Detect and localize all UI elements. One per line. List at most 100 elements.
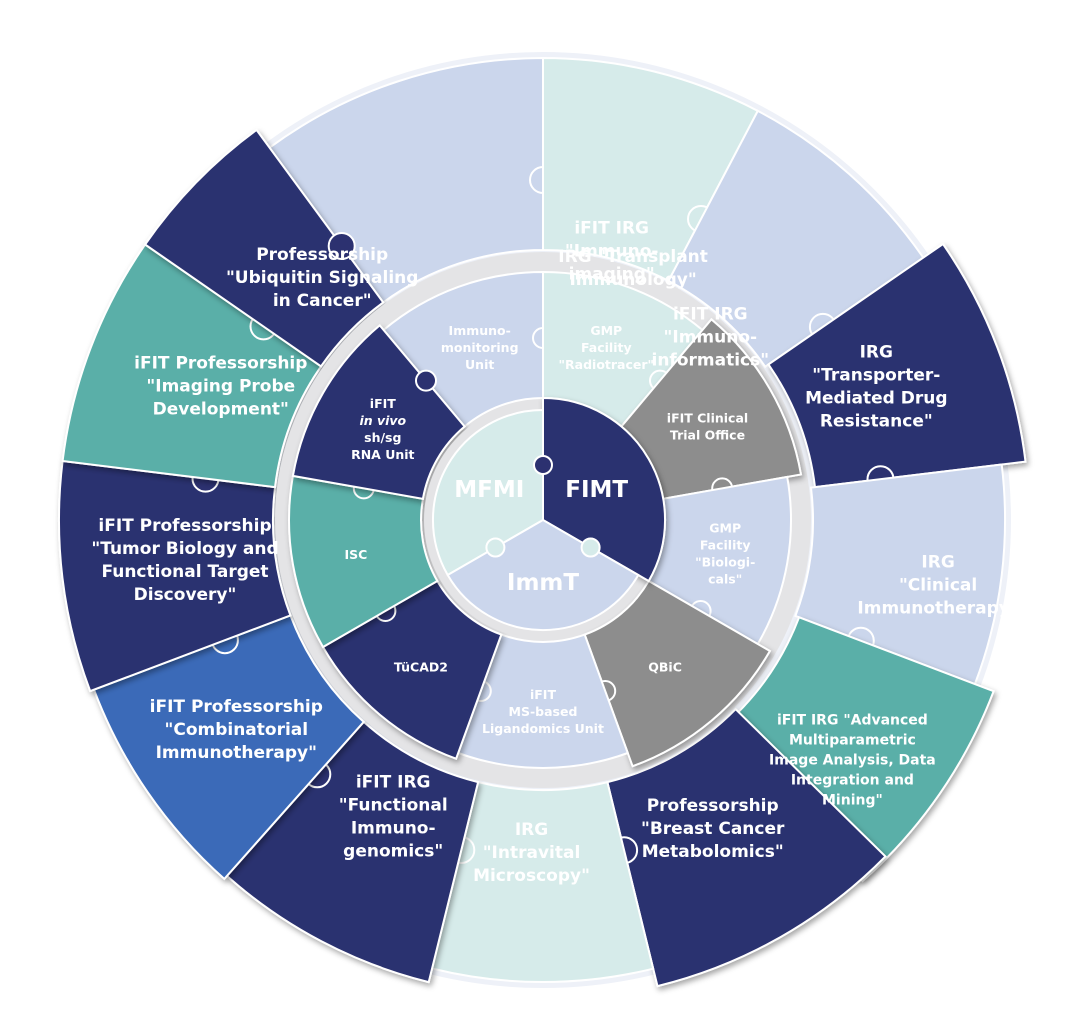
outer-piece-transporter: [767, 242, 1027, 489]
outer-label-tumor-biology-line: Functional Target: [101, 562, 268, 582]
outer-label-immunoimaging-line: iFIT IRG: [574, 219, 649, 239]
inner-label-gmp-radiotracer-line: "Radiotracer": [559, 357, 655, 372]
outer-label-advanced-multiparametric-line: Integration and: [791, 772, 914, 788]
outer-label-breast-cancer-line: "Breast Cancer: [641, 819, 785, 839]
outer-label-tumor-biology-line: Discovery": [134, 585, 237, 605]
core-piece-mfmi: [431, 408, 544, 577]
inner-ring: [288, 270, 803, 769]
outer-piece-ubiquitin: [143, 128, 385, 368]
inner-label-isc-line: ISC: [344, 547, 367, 562]
inner-label-gmp-radiotracer: GMP Facility "Radiotracer": [559, 323, 655, 372]
outer-label-immunoinformatics-line: "Immuno-: [664, 327, 758, 347]
inner-label-tucad2: TüCAD2: [394, 660, 448, 675]
outer-label-immunoimaging: iFIT IRG "Immuno-imaging": [565, 219, 659, 285]
outer-label-clinical-immunotherapy-line: "Clinical: [899, 576, 977, 596]
inner-label-gmp-biologicals-line: Facility: [700, 538, 751, 553]
outer-label-combinatorial-line: Immunotherapy": [156, 743, 317, 763]
inner-label-ligandomics-line: iFIT: [530, 687, 556, 702]
outer-label-clinical-immunotherapy-line: Immunotherapy": [857, 599, 1018, 619]
outer-piece-breast-cancer: [606, 707, 887, 988]
inner-label-immunomonitoring-line: Unit: [465, 357, 494, 372]
outer-label-breast-cancer-line: Metabolomics": [642, 842, 784, 862]
outer-label-tumor-biology-line: iFIT Professorship: [98, 516, 271, 536]
outer-label-combinatorial-line: "Combinatorial: [164, 720, 308, 740]
outer-label-advanced-multiparametric-line: iFIT IRG "Advanced: [777, 712, 928, 728]
inner-label-clinical-trial-office-line: Trial Office: [670, 427, 745, 442]
outer-label-functional-immunogenomics-line: genomics": [343, 842, 443, 862]
core-knob: [485, 537, 506, 558]
inner-knob-shsg-rna: [415, 369, 437, 392]
outer-label-combinatorial-line: iFIT Professorship: [150, 697, 323, 717]
inner-label-ligandomics-line: MS-based: [509, 704, 578, 719]
core-piece-fimt: [542, 396, 667, 583]
inner-label-qbic-line: QBiC: [648, 660, 682, 675]
outer-label-imaging-probe-line: Development": [153, 399, 289, 419]
outer-label-imaging-probe-line: iFIT Professorship: [134, 353, 307, 373]
outer-ring: [58, 56, 1027, 988]
inner-piece-qbic: [583, 579, 772, 768]
outer-label-ubiquitin-line: in Cancer": [273, 291, 372, 311]
outer-label-transporter-line: Resistance": [820, 412, 933, 432]
inner-label-qbic: QBiC: [648, 660, 682, 675]
outer-label-advanced-multiparametric-line: Mining": [822, 792, 883, 808]
inner-label-gmp-biologicals-line: "Biologi-: [695, 555, 755, 570]
inner-piece-shsg-rna: [291, 323, 467, 500]
inner-label-clinical-trial-office-line: iFIT Clinical: [667, 410, 748, 425]
outer-label-immunoinformatics: iFIT IRG"Immuno-informatics": [652, 304, 770, 370]
outer-label-intravital-line: IRG: [515, 820, 548, 840]
inner-label-gmp-biologicals-line: GMP: [709, 521, 741, 536]
outer-label-intravital-line: Microscopy": [473, 866, 590, 886]
outer-knob-ubiquitin: [327, 232, 356, 260]
core: [431, 396, 667, 631]
core-piece-immt: [446, 518, 640, 631]
outer-label-tumor-biology-line: "Tumor Biology and: [91, 539, 278, 559]
outer-label-advanced-multiparametric-line: Image Analysis, Data: [769, 752, 936, 768]
outer-label-immunoimaging-line: imaging": [569, 265, 655, 285]
outer-label-immunoimaging-line: "Immuno-: [565, 242, 659, 262]
core-label-fimt: FIMT: [565, 477, 628, 503]
outer-label-functional-immunogenomics-line: "Functional: [339, 796, 448, 816]
inner-label-gmp-radiotracer-line: Facility: [581, 340, 632, 355]
outer-label-ubiquitin: Professorship "Ubiquitin Signaling in Canc…: [226, 245, 418, 311]
outer-label-ubiquitin-line: Professorship: [256, 245, 388, 265]
outer-label-functional-immunogenomics-line: iFIT IRG: [356, 773, 431, 793]
outer-label-transplant-line: Immunology": [569, 270, 696, 290]
inner-label-shsg-rna-line: sh/sg: [364, 430, 401, 445]
outer-label-functional-immunogenomics-line: Immuno-: [351, 819, 436, 839]
inner-label-immunomonitoring-line: Immuno-: [449, 323, 511, 338]
inner-label-shsg-rna-line: in vivo: [359, 413, 406, 428]
inner-label-ligandomics-line: Ligandomics Unit: [482, 721, 604, 736]
inner-label-shsg-rna-line: iFIT: [370, 396, 396, 411]
outer-label-imaging-probe-line: "Imaging Probe: [146, 376, 295, 396]
core-label-immt: ImmT: [507, 570, 579, 596]
core-knob: [533, 455, 553, 475]
outer-label-ubiquitin-line: "Ubiquitin Signaling: [226, 268, 418, 288]
outer-label-intravital-line: "Intravital: [483, 843, 581, 863]
inner-label-immunomonitoring-line: monitoring: [441, 340, 519, 355]
outer-label-advanced-multiparametric-line: Multiparametric: [789, 732, 916, 748]
outer-label-immunoinformatics-line: informatics": [652, 350, 770, 370]
core-label-mfmi: MFMI: [454, 477, 524, 503]
outer-piece-advanced-multiparametric: [723, 616, 995, 883]
outer-label-transporter-line: Mediated Drug: [805, 389, 947, 409]
inner-label-gmp-radiotracer-line: GMP: [590, 323, 622, 338]
outer-label-transplant-line: IRG "Transplant: [558, 247, 708, 267]
outer-label-transporter-line: IRG: [860, 343, 893, 363]
outer-label-clinical-immunotherapy-line: IRG: [921, 553, 954, 573]
core-knob: [580, 537, 601, 558]
